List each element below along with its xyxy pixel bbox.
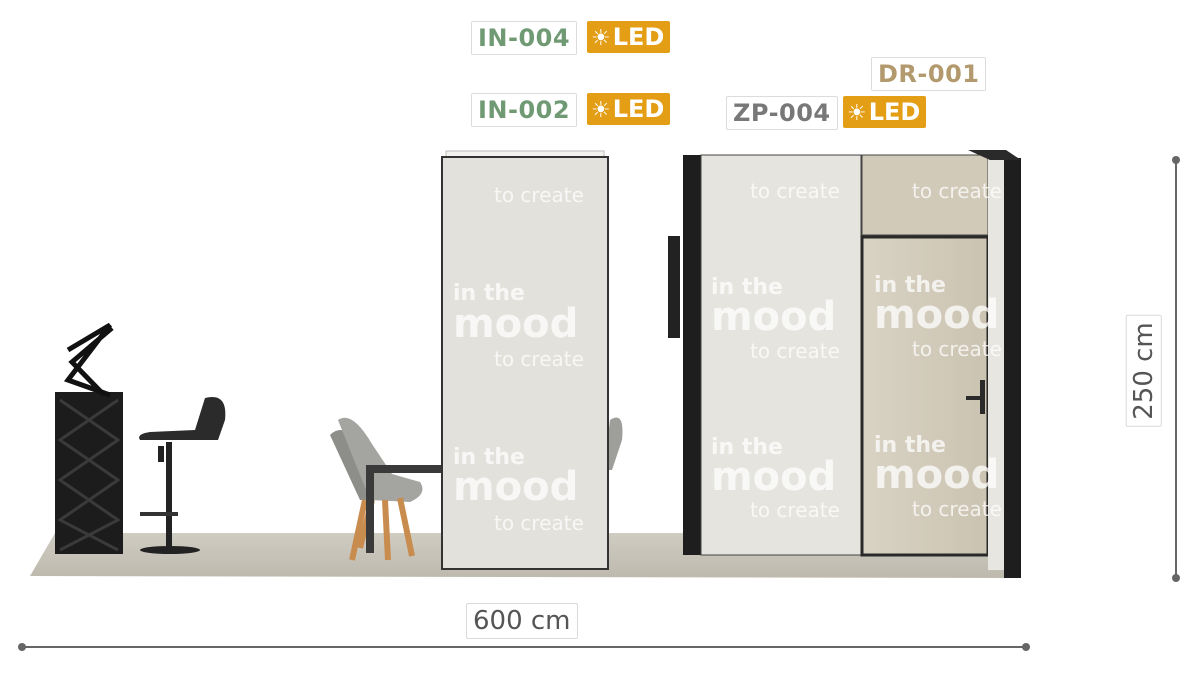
bar-stool [139,396,226,554]
brand-low-1c: to create [494,511,584,535]
brand-low-2b: mood [711,454,836,500]
brand-low-3b: mood [874,452,999,498]
brand-top-1: to create [494,183,584,207]
brand-low-2c: to create [750,498,840,522]
brand-low-1a: in the [453,445,525,470]
brand-mid-2b: mood [711,294,836,340]
led-text: LED [612,95,665,123]
brand-low-1b: mood [453,464,578,510]
led-badge-in-002: ☀LED [587,93,671,125]
brand-mid-1c: to create [494,347,584,371]
brand-mid-3c: to create [912,337,1002,361]
led-badge-zp-004: ☀LED [843,96,927,128]
brand-mid-1a: in the [453,281,525,306]
sun-icon: ☀ [847,101,867,126]
partition-wall [441,150,609,570]
brand-mid-2a: in the [711,275,783,300]
brand-mid-3a: in the [874,273,946,298]
brand-mid-3b: mood [874,292,999,338]
sun-icon: ☀ [591,98,611,123]
brand-low-3c: to create [912,497,1002,521]
brand-graphic: to create in the mood to create in the m… [453,179,1002,535]
led-text: LED [612,23,665,51]
chairs-table [330,417,623,561]
brand-top-3: to create [912,179,1002,203]
sun-icon: ☀ [591,26,611,51]
width-dimension-label: 600 cm [466,603,578,639]
led-badge-in-004: ☀LED [587,21,671,53]
label-in-004: IN-004 [471,21,578,55]
label-in-002: IN-002 [471,93,578,127]
brand-low-3a: in the [874,433,946,458]
label-dr-001: DR-001 [871,57,987,91]
height-dimension-line [1172,156,1180,582]
brand-top-2: to create [750,179,840,203]
brand-mid-2c: to create [750,339,840,363]
height-dimension-label: 250 cm [1125,315,1162,427]
label-zp-004: ZP-004 [726,96,838,130]
brand-low-2a: in the [711,435,783,460]
counter [55,322,123,554]
back-wall [668,150,1021,578]
width-dimension-line [18,643,1030,651]
brand-mid-1b: mood [453,301,578,347]
led-text: LED [868,98,921,126]
